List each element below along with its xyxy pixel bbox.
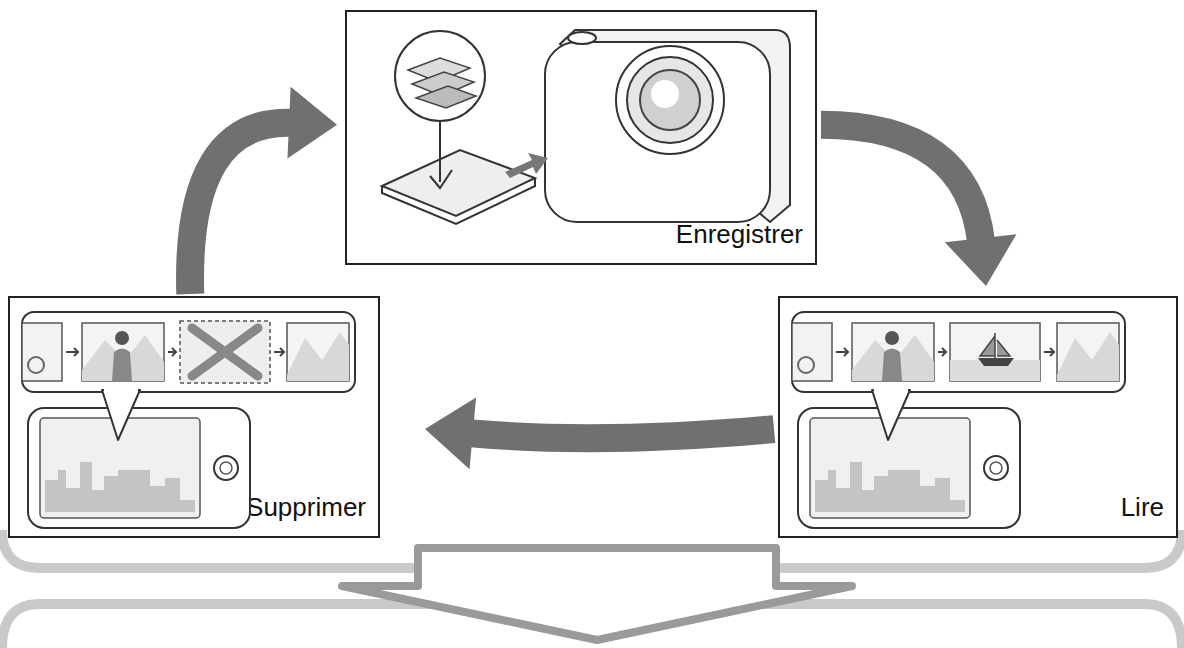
- camera: [545, 30, 790, 222]
- step-box: Lire: [778, 296, 1178, 538]
- delete-panel-art: [22, 312, 355, 528]
- step-box: Enregistrer: [345, 10, 817, 265]
- memory-card: [382, 31, 548, 224]
- arrow-head: [945, 234, 1017, 286]
- step-label: Enregistrer: [676, 220, 803, 249]
- cycle-arrow: [425, 398, 774, 470]
- step-label: Supprimer: [246, 493, 366, 522]
- down-arrow: [342, 548, 852, 640]
- arrow-shaft: [190, 123, 293, 294]
- step-box: Supprimer: [8, 296, 380, 538]
- cycle-arrow: [821, 125, 1016, 286]
- arrow-head: [287, 87, 337, 159]
- arrow-shaft: [821, 125, 981, 243]
- cycle-arrow: [190, 87, 337, 294]
- arrow-head: [425, 398, 476, 470]
- arrow-shaft: [469, 429, 774, 438]
- step-label: Lire: [1121, 493, 1164, 522]
- play-panel-art: [792, 312, 1125, 528]
